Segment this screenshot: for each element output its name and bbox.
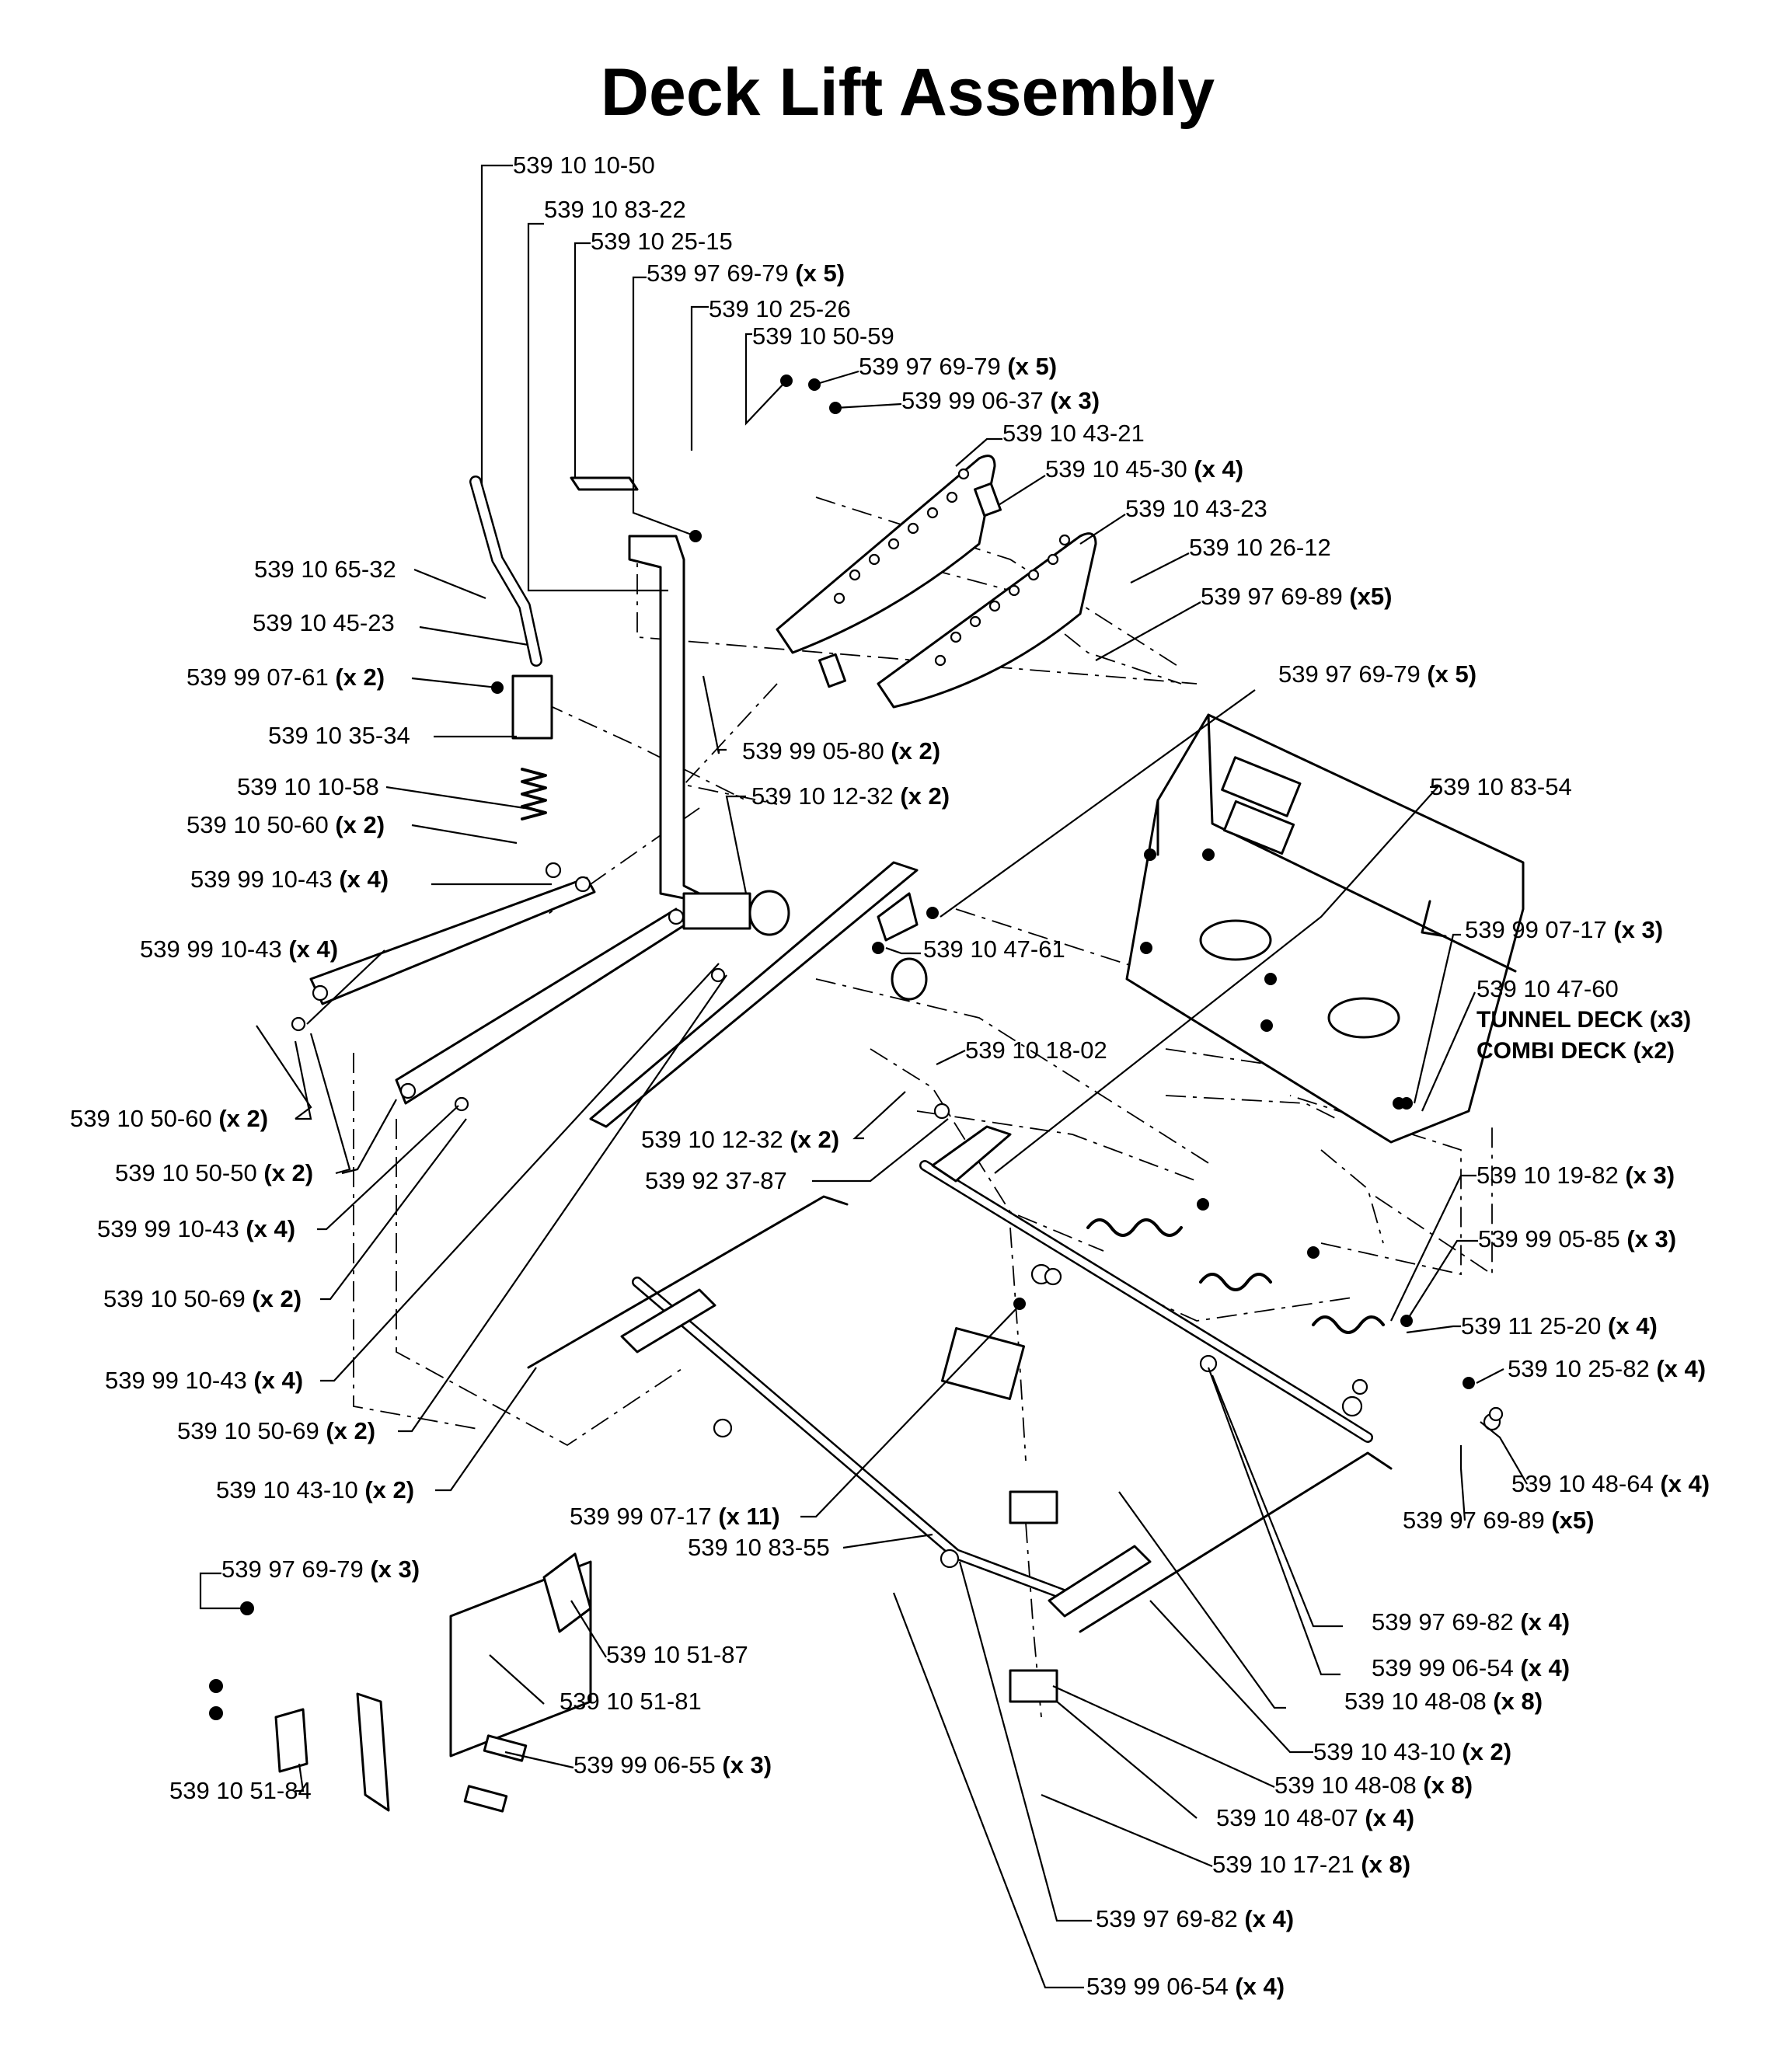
part-label: 539 11 25-20 (x 4)	[1461, 1312, 1658, 1340]
part-label: 539 99 06-55 (x 3)	[574, 1751, 772, 1779]
page-title: Deck Lift Assembly	[601, 55, 1215, 130]
part-label: 539 99 06-37 (x 3)	[901, 387, 1100, 414]
part-label: 539 10 47-60	[1476, 975, 1619, 1002]
leader-lines	[199, 164, 1528, 1989]
part-label: 539 97 69-89 (x5)	[1403, 1507, 1594, 1534]
part-label: 539 10 25-15	[591, 228, 733, 255]
part-label: 539 10 83-54	[1430, 773, 1572, 800]
combi-deck-note: COMBI DECK (x2)	[1476, 1038, 1675, 1064]
bracket-assembly	[209, 1552, 592, 1813]
tunnel-deck-note: TUNNEL DECK (x3)	[1476, 1007, 1691, 1033]
part-label: 539 10 10-50	[513, 152, 655, 179]
part-label: 539 99 06-54 (x 4)	[1372, 1654, 1570, 1681]
part-label: 539 10 43-10 (x 2)	[1313, 1738, 1511, 1765]
part-labels: 539 10 10-50 539 10 83-22 539 10 25-15 5…	[70, 152, 1710, 2000]
lift-handle	[309, 476, 790, 1105]
part-label: 539 97 69-79 (x 5)	[859, 353, 1057, 380]
part-label: 539 99 07-17 (x 11)	[570, 1503, 780, 1530]
part-label: 539 10 18-02	[965, 1036, 1107, 1064]
part-label: 539 10 12-32 (x 2)	[641, 1126, 839, 1153]
part-label: 539 10 10-58	[237, 773, 379, 800]
part-label: 539 10 50-69 (x 2)	[177, 1417, 375, 1444]
part-label: 539 97 69-79 (x 3)	[221, 1556, 420, 1583]
part-label: 539 97 69-89 (x5)	[1201, 583, 1392, 610]
part-label: 539 97 69-79 (x 5)	[647, 260, 845, 287]
part-label: 539 99 10-43 (x 4)	[140, 935, 338, 963]
part-label: 539 10 48-08 (x 8)	[1344, 1688, 1543, 1715]
part-label: 539 92 37-87	[645, 1167, 787, 1194]
part-label: 539 10 47-61	[923, 935, 1065, 963]
part-label: 539 99 05-85 (x 3)	[1478, 1225, 1676, 1252]
part-label: 539 97 69-82 (x 4)	[1096, 1905, 1294, 1932]
part-label: 539 97 69-82 (x 4)	[1372, 1608, 1570, 1636]
upper-plates	[776, 455, 1097, 709]
part-label: 539 10 45-30 (x 4)	[1045, 455, 1243, 483]
part-label: 539 10 19-82 (x 3)	[1476, 1162, 1675, 1189]
chassis-frame	[1125, 713, 1525, 1144]
part-label: 539 10 48-64 (x 4)	[1511, 1470, 1710, 1497]
part-label: 539 10 45-23	[253, 609, 395, 636]
part-label: 539 99 10-43 (x 4)	[97, 1215, 295, 1242]
part-label: 539 99 07-61 (x 2)	[187, 664, 385, 691]
part-label: 539 10 43-10 (x 2)	[216, 1476, 414, 1503]
part-label: 539 99 06-54 (x 4)	[1086, 1973, 1285, 2000]
part-label: 539 10 51-81	[560, 1688, 702, 1715]
part-label: 539 10 50-50 (x 2)	[115, 1159, 313, 1186]
part-label: 539 10 50-59	[752, 322, 894, 350]
part-label: 539 10 83-22	[544, 196, 686, 223]
part-label: 539 99 05-80 (x 2)	[742, 737, 940, 765]
part-label: 539 10 65-32	[254, 556, 396, 583]
part-label: 539 10 26-12	[1189, 534, 1331, 561]
part-label: 539 10 51-84	[169, 1777, 312, 1804]
part-label: 539 10 17-21 (x 8)	[1212, 1851, 1410, 1878]
part-label: 539 10 35-34	[268, 722, 410, 749]
part-label: 539 10 25-26	[709, 295, 851, 322]
part-label: 539 99 10-43 (x 4)	[190, 866, 389, 893]
part-label: 539 10 12-32 (x 2)	[751, 782, 950, 810]
part-label: 539 10 48-08 (x 8)	[1274, 1772, 1473, 1799]
part-label: 539 10 83-55	[688, 1534, 830, 1561]
part-label: 539 10 51-87	[606, 1641, 748, 1668]
part-label: 539 10 50-69 (x 2)	[103, 1285, 302, 1312]
part-label: 539 10 48-07 (x 4)	[1216, 1804, 1414, 1831]
part-label: 539 10 43-21	[1002, 420, 1145, 447]
part-label: 539 10 43-23	[1125, 495, 1267, 522]
lift-shaft	[527, 861, 1501, 1703]
part-label: 539 10 50-60 (x 2)	[187, 811, 385, 838]
part-label: 539 97 69-79 (x 5)	[1278, 660, 1476, 688]
part-label: 539 99 10-43 (x 4)	[105, 1367, 303, 1394]
part-label: 539 10 25-82 (x 4)	[1508, 1355, 1706, 1382]
part-label: 539 10 50-60 (x 2)	[70, 1105, 268, 1132]
part-label: 539 99 07-17 (x 3)	[1465, 916, 1663, 943]
